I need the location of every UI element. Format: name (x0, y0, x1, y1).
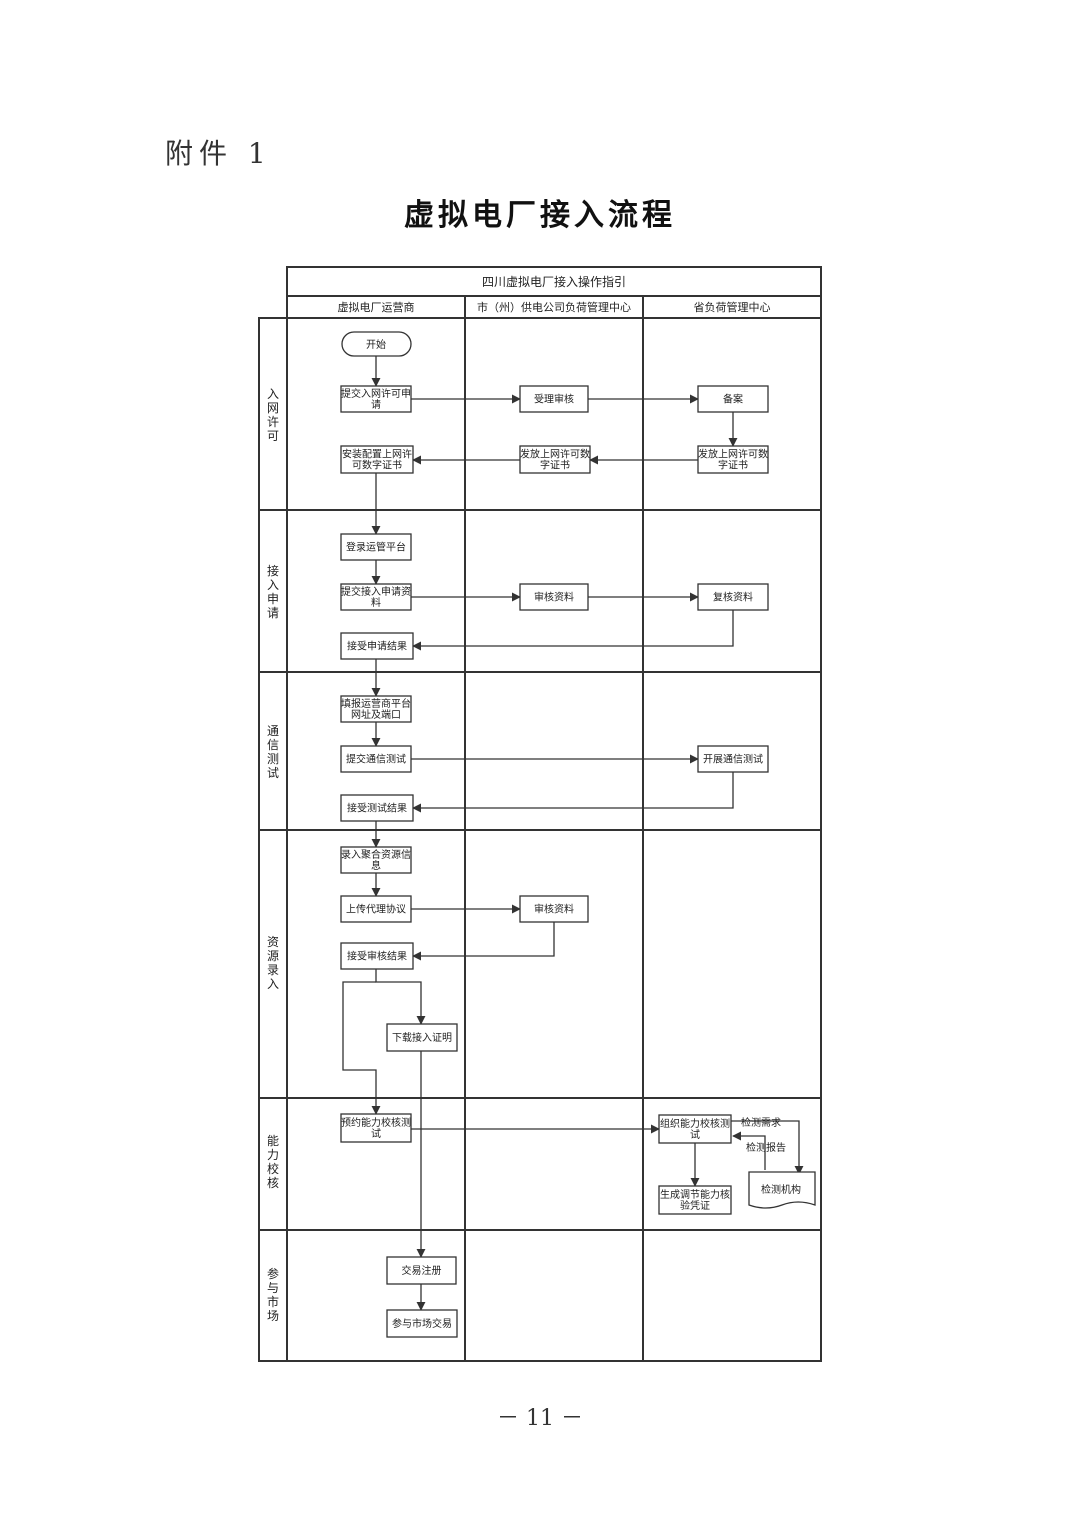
phase-label-resource: 资源录入 (267, 935, 279, 991)
start-terminal (341, 331, 412, 357)
phase-label-market: 参与市场 (267, 1266, 279, 1323)
process-box-label: 发放上网许可数字证书 (698, 448, 768, 472)
process-box-label: 审核资料 (534, 591, 574, 604)
process-box-label: 安装配置上网许可数字证书 (342, 448, 412, 472)
process-box (340, 895, 412, 923)
process-box (697, 583, 769, 611)
process-box (340, 1113, 412, 1143)
node-accept-test-result: 接受测试结果 (340, 794, 414, 822)
node-accept-review: 受理审核 (519, 385, 589, 413)
process-box-label: 接受测试结果 (347, 802, 407, 815)
node-submit-access: 提交接入申请资料 (340, 583, 412, 611)
phase-label-comm: 通信测试 (267, 724, 279, 780)
process-box-label: 填报运营商平台网址及端口 (341, 697, 411, 721)
process-box-label: 录入聚合资源信息 (341, 848, 411, 872)
page-number: － 11 － (497, 1406, 583, 1431)
process-box-label: 上传代理协议 (346, 903, 406, 916)
node-org-test: 组织能力校核测试 (658, 1114, 732, 1144)
process-box-label: 备案 (723, 393, 743, 406)
process-box-label: 接受申请结果 (347, 640, 407, 653)
process-box-label: 提交通信测试 (346, 753, 406, 766)
node-book-test: 预约能力校核测试 (340, 1113, 412, 1143)
node-accept-review-result: 接受审核结果 (340, 942, 414, 970)
test-agency-label: 检测机构 (761, 1183, 801, 1196)
node-login: 登录运管平台 (340, 533, 412, 561)
node-enter-resource: 录入聚合资源信息 (340, 846, 412, 874)
process-box-label: 发放上网许可数字证书 (520, 448, 590, 472)
process-box-label: 参与市场交易 (392, 1317, 452, 1330)
node-accept-apply-result: 接受申请结果 (340, 632, 414, 660)
process-box (340, 583, 412, 611)
process-box-label: 复核资料 (713, 591, 753, 604)
body-frame (258, 317, 822, 1362)
node-record: 备案 (697, 385, 769, 413)
node-download-proof: 下载接入证明 (386, 1023, 458, 1052)
process-box-label: 登录运管平台 (346, 541, 406, 554)
process-box (340, 385, 412, 413)
process-box (697, 745, 769, 773)
process-box-label: 下载接入证明 (392, 1031, 452, 1044)
node-review-docs: 审核资料 (519, 583, 589, 611)
process-box (519, 445, 591, 474)
node-gen-voucher: 生成调节能力核验凭证 (658, 1185, 732, 1215)
node-recheck-docs: 复核资料 (697, 583, 769, 611)
process-boxes: 提交入网许可申请 受理审核 备案 安装配置上网许可数字证书 发放上网许可数字证书… (340, 385, 769, 1338)
process-box (340, 445, 414, 474)
lane-header-city: 市（州）供电公司负荷管理中心 (477, 300, 631, 314)
node-issue-cert-prov: 发放上网许可数字证书 (697, 445, 769, 474)
node-install-cert: 安装配置上网许可数字证书 (340, 445, 414, 474)
phase-label-capacity: 能力校核 (267, 1134, 279, 1190)
process-box (386, 1309, 458, 1338)
process-box (340, 632, 414, 660)
lane-header-province: 省负荷管理中心 (694, 300, 771, 314)
lane-header-operator: 虚拟电厂运营商 (338, 300, 415, 314)
flowchart-diagram: .ln { stroke:#333; stroke-width:1.3; fil… (258, 266, 822, 1362)
process-box-label: 提交入网许可申请 (341, 387, 411, 411)
node-submit-comm: 提交通信测试 (340, 745, 412, 773)
process-box-label: 组织能力校核测试 (660, 1117, 730, 1141)
process-box-label: 交易注册 (402, 1264, 442, 1277)
node-upload-agreement: 上传代理协议 (340, 895, 412, 923)
process-box-label: 预约能力校核测试 (341, 1116, 411, 1140)
process-box-label: 提交接入申请资料 (341, 585, 411, 609)
process-box (340, 533, 412, 561)
process-box (697, 445, 769, 474)
edge-label-test-report: 检测报告 (746, 1141, 786, 1154)
process-box (386, 1023, 458, 1052)
process-box (340, 846, 412, 874)
process-box (519, 583, 589, 611)
node-review-docs2: 审核资料 (519, 895, 589, 923)
diagram-title: 四川虚拟电厂接入操作指引 (482, 274, 626, 289)
node-fill-platform: 填报运营商平台网址及端口 (340, 695, 412, 723)
test-agency-document-shape (748, 1171, 816, 1209)
start-label: 开始 (366, 338, 386, 351)
node-issue-cert-city: 发放上网许可数字证书 (519, 445, 591, 474)
phase-label-apply: 接入申请 (267, 563, 279, 620)
process-box (386, 1256, 457, 1285)
process-box (340, 695, 412, 723)
phase-label-permit: 入网许可 (267, 387, 279, 443)
process-box (658, 1114, 732, 1144)
process-box-label: 接受审核结果 (347, 950, 407, 963)
node-submit-permit: 提交入网许可申请 (340, 385, 412, 413)
process-box (340, 745, 412, 773)
process-box (658, 1185, 732, 1215)
process-box-label: 受理审核 (534, 393, 574, 406)
attachment-label: 附件 1 (165, 137, 272, 170)
node-trade-register: 交易注册 (386, 1256, 457, 1285)
process-box-label: 生成调节能力核验凭证 (660, 1188, 730, 1212)
process-box (340, 794, 414, 822)
edge-label-test-demand: 检测需求 (741, 1116, 781, 1129)
process-box (697, 385, 769, 413)
node-join-market: 参与市场交易 (386, 1309, 458, 1338)
connectors (342, 356, 804, 1311)
process-box (519, 385, 589, 413)
process-box (340, 942, 414, 970)
document-title: 虚拟电厂接入流程 (404, 198, 676, 233)
process-box (519, 895, 589, 923)
process-box-label: 开展通信测试 (703, 753, 763, 766)
process-box-label: 审核资料 (534, 903, 574, 916)
node-run-comm: 开展通信测试 (697, 745, 769, 773)
